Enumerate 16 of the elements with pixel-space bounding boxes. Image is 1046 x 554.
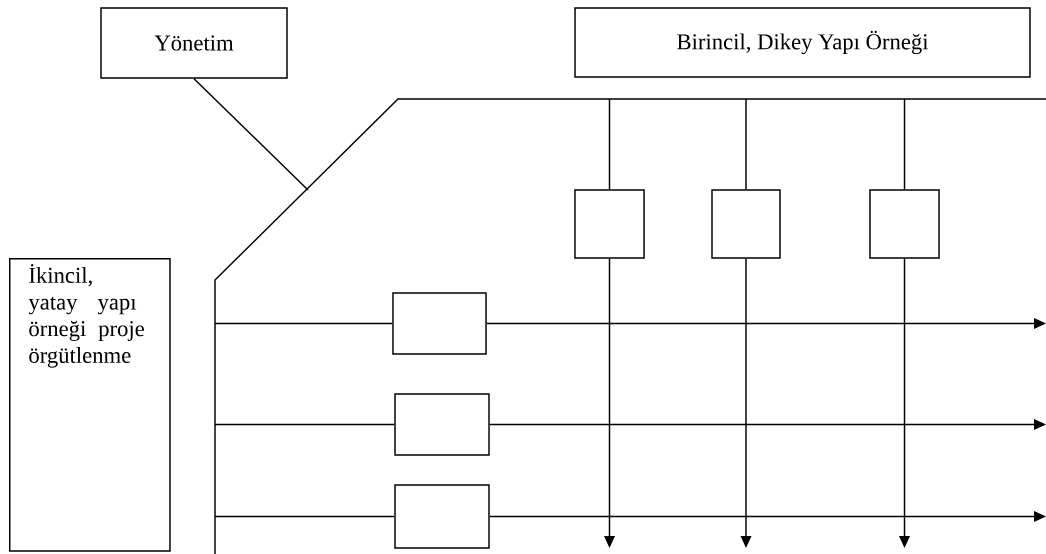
empty-box [394,484,490,549]
connector-line [608,98,611,190]
title-box: Birincil, Dikey Yapı Örneği [574,7,1031,78]
empty-box [394,393,490,456]
text-box: İkincil, yatay yapı örneği proje örgütlenme [9,258,171,552]
empty-box [711,189,781,259]
leader-line [193,78,309,191]
empty-box [392,292,487,355]
connector-line [214,322,393,325]
title-box: Yönetim [100,7,288,79]
empty-box [574,189,645,259]
connector-line [745,98,747,190]
connector-line [214,515,395,518]
empty-box [869,189,940,259]
connector-line [214,423,395,426]
connector-line [903,98,906,190]
